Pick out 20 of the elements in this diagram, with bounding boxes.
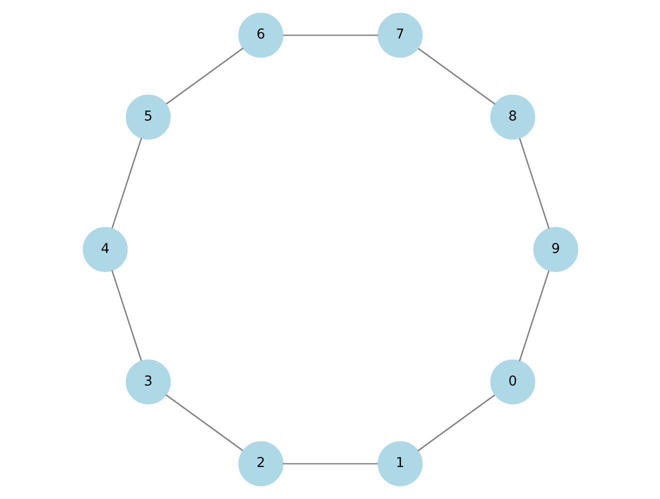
connector (518, 270, 550, 362)
node-circle: 4 (82, 227, 128, 272)
connector (282, 34, 378, 36)
connector (110, 270, 142, 361)
node-circle: 9 (532, 227, 578, 272)
node-circle: 5 (125, 94, 170, 140)
node-circle: 1 (377, 441, 422, 486)
connector (110, 138, 142, 228)
node-circle: 0 (490, 359, 535, 404)
connector (165, 394, 243, 452)
node-circle: 2 (238, 441, 283, 486)
connector (282, 463, 378, 464)
connector (165, 48, 244, 104)
node-circle: 6 (238, 12, 283, 58)
connector (417, 48, 495, 105)
node-circle: 8 (490, 94, 535, 140)
node-circle: 7 (377, 12, 422, 58)
connector (416, 394, 495, 452)
connector (518, 138, 550, 229)
node-circle: 3 (125, 359, 170, 404)
